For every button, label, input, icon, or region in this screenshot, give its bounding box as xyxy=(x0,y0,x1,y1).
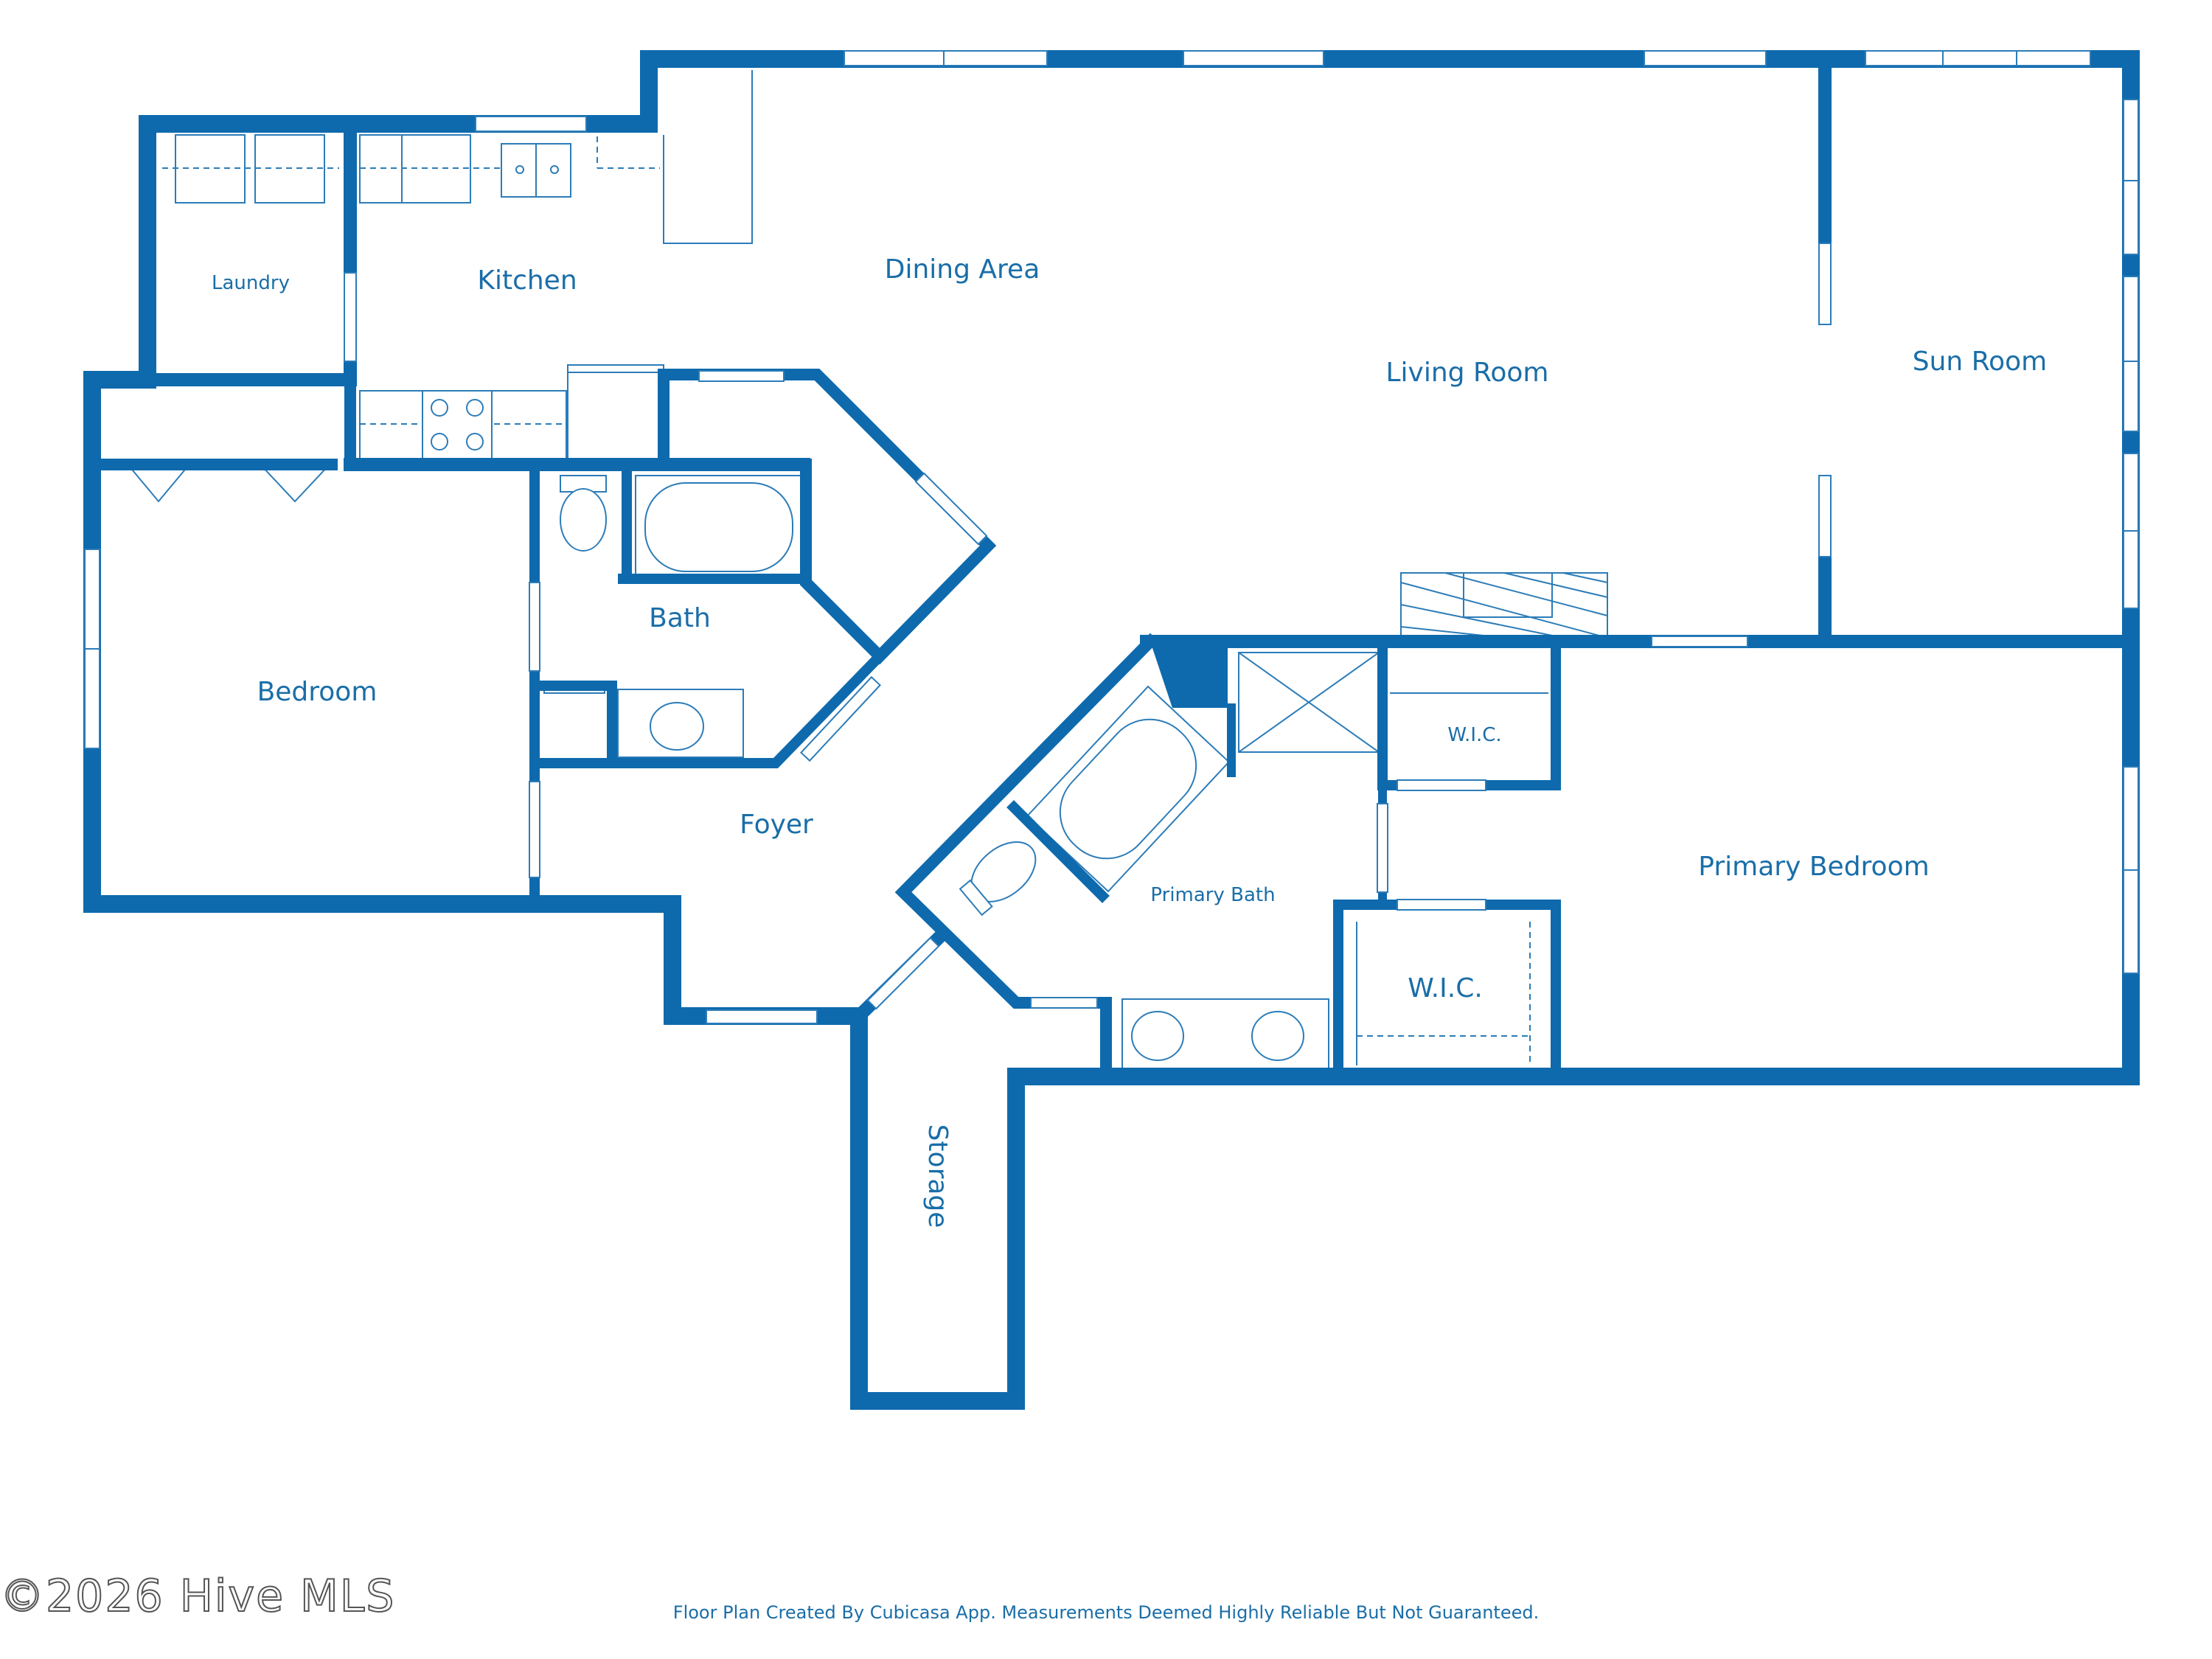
primary-bathtub-icon xyxy=(1026,685,1231,893)
fireplace-icon xyxy=(1400,572,1608,639)
refrigerator-icon xyxy=(567,364,664,459)
room-label-primary-bedroom: Primary Bedroom xyxy=(1698,852,1929,882)
room-label-bath: Bath xyxy=(649,603,711,633)
primary-vanity-icon xyxy=(1121,998,1329,1070)
room-label-bedroom: Bedroom xyxy=(257,677,378,707)
room-label-primary-bath: Primary Bath xyxy=(1150,884,1275,906)
windows xyxy=(84,50,2139,1024)
fixtures xyxy=(128,70,1608,1070)
room-label-living-room: Living Room xyxy=(1386,358,1549,388)
room-label-wic-lower: W.I.C. xyxy=(1408,973,1483,1004)
room-label-kitchen: Kitchen xyxy=(477,265,577,296)
room-labels: Laundry Kitchen Dining Area Living Room … xyxy=(212,254,2047,1228)
room-label-foyer: Foyer xyxy=(740,810,813,840)
room-label-storage: Storage xyxy=(922,1124,953,1228)
stove-icon xyxy=(422,390,493,459)
room-label-wic-upper: W.I.C. xyxy=(1447,724,1501,746)
toilet-icon xyxy=(560,488,607,552)
room-label-dining-area: Dining Area xyxy=(885,254,1040,285)
room-label-sun-room: Sun Room xyxy=(1913,347,2047,377)
floor-plan-disclaimer: Floor Plan Created By Cubicasa App. Meas… xyxy=(672,1602,1540,1623)
watermark: ©2026 Hive MLS xyxy=(0,1570,396,1623)
walls xyxy=(83,50,2140,1410)
room-label-laundry: Laundry xyxy=(212,272,290,294)
bathtub-icon xyxy=(635,475,801,580)
bath-vanity-icon xyxy=(617,689,744,758)
